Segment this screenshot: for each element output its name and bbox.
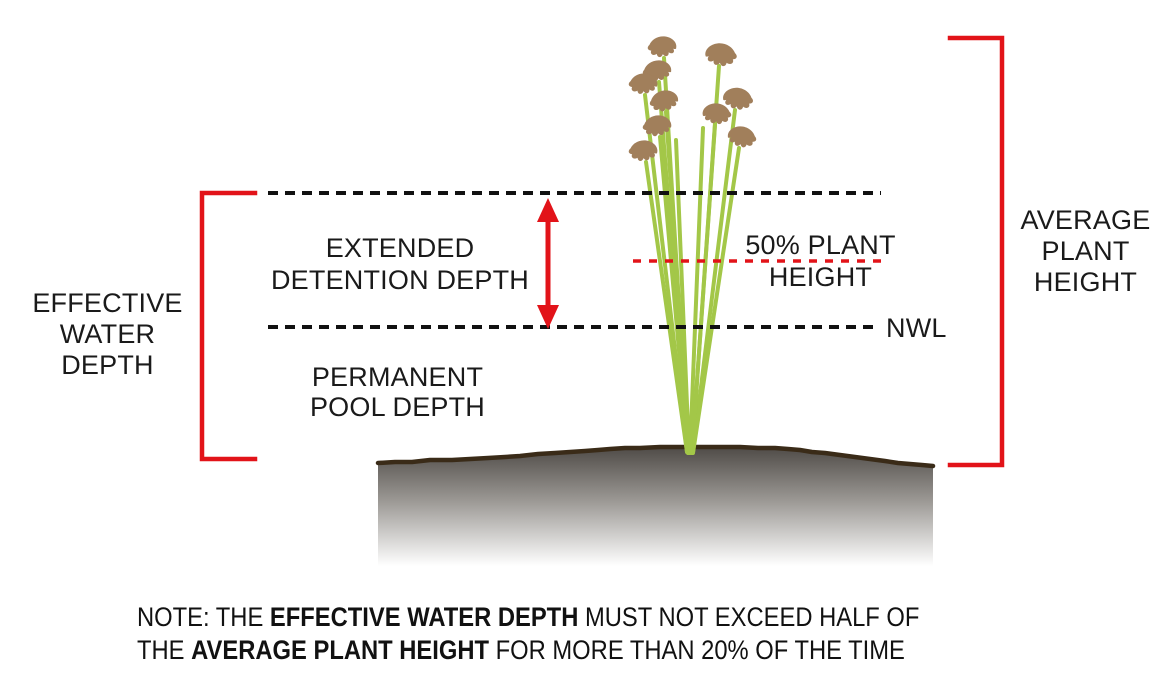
plant-stem	[644, 160, 689, 454]
note-segment: AVERAGE PLANT HEIGHT	[191, 635, 490, 665]
note-segment: MUST NOT EXCEED HALF OF	[578, 602, 920, 632]
plant-stem	[690, 123, 717, 455]
seed-head-icon	[649, 90, 679, 112]
seed-head-icon	[727, 126, 757, 148]
ground-surface-outline	[375, 444, 936, 469]
plant-stem	[688, 126, 705, 455]
fifty-percent-plant-height-label: 50% PLANT HEIGHT	[745, 230, 896, 292]
average-plant-height-bracket	[947, 35, 1005, 468]
plant-stems	[643, 56, 741, 455]
extended-detention-depth-label: EXTENDED DETENTION DEPTH	[270, 233, 529, 295]
arrow-head-up-icon	[537, 198, 559, 222]
plant-seed-heads	[628, 36, 757, 161]
water-level-lines	[268, 191, 881, 329]
plant-stem	[691, 146, 741, 455]
effective-water-depth-bracket	[199, 190, 258, 462]
note-segment: THE	[137, 635, 192, 665]
ground-fill	[378, 447, 933, 566]
seed-head-icon	[702, 103, 732, 125]
plant-stem	[658, 135, 690, 454]
note-segment: NOTE: THE	[137, 602, 270, 632]
effective-water-depth-label: EFFECTIVE WATER DEPTH	[32, 288, 183, 380]
arrow-head-down-icon	[537, 305, 559, 329]
seed-head-icon	[642, 115, 672, 137]
note-line-2: THE AVERAGE PLANT HEIGHT FOR MORE THAN 2…	[137, 634, 905, 667]
permanent-pool-depth-label: PERMANENT POOL DEPTH	[309, 362, 486, 422]
note-segment: EFFECTIVE WATER DEPTH	[269, 602, 579, 632]
extended-detention-arrow	[537, 198, 559, 329]
seed-head-icon	[723, 87, 754, 110]
note-line-1: NOTE: THE EFFECTIVE WATER DEPTH MUST NOT…	[137, 601, 919, 634]
average-plant-height-label: AVERAGE PLANT HEIGHT	[1020, 205, 1151, 297]
seed-head-icon	[647, 36, 677, 58]
nwl-label: NWL	[886, 313, 947, 343]
note-segment: FOR MORE THAN 20% OF THE TIME	[489, 635, 905, 665]
seed-head-icon	[705, 43, 737, 67]
seed-head-icon	[628, 140, 658, 161]
seed-head-icon	[628, 73, 658, 94]
